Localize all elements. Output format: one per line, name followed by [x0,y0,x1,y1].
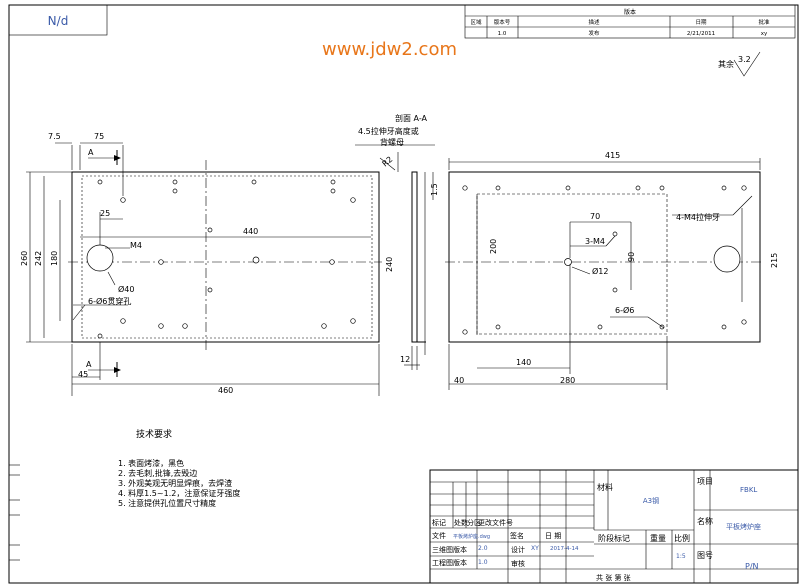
dim-460: 460 [218,386,233,395]
svg-text:其余: 其余 [718,59,734,69]
svg-text:材料: 材料 [597,482,613,492]
right-view: 415 70 4-M4拉伸牙 3-M4 Ø12 6-Ø6 140 40 280 … [445,151,779,390]
svg-text:图号: 图号 [697,551,713,560]
dim-7-5: 7.5 [48,132,61,141]
dim-280: 280 [560,376,575,385]
corner-tag-box [8,4,108,36]
surface-finish-symbol: 其余 3.2 [718,51,761,77]
svg-text:三维图版本: 三维图版本 [432,545,467,554]
rev-desc: 发布 [588,29,600,37]
dim-d40: Ø40 [118,284,134,294]
svg-text:5. 注意提供孔位置尺寸精度: 5. 注意提供孔位置尺寸精度 [118,498,216,508]
dim-3-m4: 3-M4 [585,237,605,246]
rev-header-version: 版本号 [494,18,511,26]
svg-text:标记: 标记 [432,518,446,527]
dim-180: 180 [50,251,59,266]
svg-text:4. 料厚1.5~1.2，注意保证牙强度: 4. 料厚1.5~1.2，注意保证牙强度 [118,488,240,498]
dim-40: 40 [454,376,464,385]
dim-415: 415 [605,151,620,160]
tech-title: 技术要求 [136,428,172,440]
section-r2: R2 [381,155,395,169]
svg-text:设计: 设计 [511,545,525,554]
dim-140: 140 [516,358,531,367]
eng-version: 1.0 [478,559,488,566]
dim-440: 440 [243,227,258,236]
material-value: A3钢 [643,496,659,505]
section-height: 240 [385,257,394,272]
section-thickness: 1.5 [430,183,439,196]
drawing-number: P/N [745,562,759,571]
rev-header-approve: 批准 [758,18,770,26]
rev-header-zone: 区域 [470,18,482,26]
revision-table-title: 版本 [624,8,636,16]
tech-requirements: 技术要求 1. 表面烤漆，黑色 2. 去毛刺,批锋,去毁边 3. 外观美观无明显… [118,428,240,508]
watermark: www.jdw2.com [322,39,457,60]
svg-text:更改文件号: 更改文件号 [478,518,513,527]
dim-90: 90 [627,252,636,262]
dim-25: 25 [100,209,110,218]
rev-date: 2/21/2011 [687,31,715,37]
svg-text:名称: 名称 [697,516,713,526]
section-arrow-top: A [88,148,94,157]
svg-text:日 期: 日 期 [545,532,561,540]
drawing-frame [8,4,799,584]
section-label: 剖面 A-A [395,113,428,123]
corner-tag: N/d [48,14,69,28]
dim-d12: Ø12 [592,266,608,276]
svg-text:审核: 审核 [511,559,525,568]
part-name: 平板烤炉座 [726,522,761,531]
scale-value: 1:5 [676,553,686,560]
file-name: 平板烤炉座.dwg [453,533,490,540]
section-arrow-bottom: A [86,360,92,369]
left-view: 7.5 75 A 25 440 M4 Ø40 6-Ø6贯穿孔 A 45 460 … [20,132,382,396]
designer: XY [531,545,539,552]
dim-215: 215 [770,253,779,268]
right-plate-outline [448,171,761,343]
dim-200: 200 [489,239,498,254]
dim-m4: M4 [130,241,142,250]
rev-approver: xy [761,31,768,37]
svg-text:3. 外观美观无明显焊痕，去焊渣: 3. 外观美观无明显焊痕，去焊渣 [118,478,232,488]
svg-text:重量: 重量 [650,533,666,543]
rev-header-date: 日期 [695,19,707,26]
svg-text:文件: 文件 [432,531,446,540]
revision-table: 版本 区域 版本号 描述 日期 批准 1.0 发布 2/21/2011 xy [464,4,796,39]
svg-text:3.2: 3.2 [738,55,751,64]
dim-260: 260 [20,251,29,266]
svg-text:处数: 处数 [454,518,468,527]
svg-text:分区: 分区 [467,518,481,527]
dim-6-d6: 6-Ø6 [615,305,634,315]
rev-header-desc: 描述 [588,18,600,26]
dim-242: 242 [34,251,43,266]
svg-text:2. 去毛刺,批锋,去毁边: 2. 去毛刺,批锋,去毁边 [118,468,197,478]
model-version: 2.0 [478,545,488,552]
section-flange: 12 [400,355,410,364]
svg-text:1. 表面烤漆，黑色: 1. 表面烤漆，黑色 [118,458,184,468]
dim-6-holes: 6-Ø6贯穿孔 [88,296,131,306]
section-note-1: 4.5拉伸牙高度或 [358,126,419,136]
margin-ticks [9,464,20,561]
dim-4-m4: 4-M4拉伸牙 [676,212,720,222]
svg-text:共 张 第 张: 共 张 第 张 [596,573,631,582]
design-date: 2017-4-14 [550,546,579,552]
svg-text:阶段标记: 阶段标记 [598,533,630,543]
dim-75: 75 [94,132,104,141]
dim-70: 70 [590,212,600,221]
left-plate-outline [71,171,380,343]
svg-text:比例: 比例 [674,533,690,543]
d40-hole [86,244,114,272]
title-block: 材料 A3钢 项目 FBKL 名称 平板烤炉座 图号 P/N 标记 处数 分区 … [429,469,799,584]
section-view: 剖面 A-A 4.5拉伸牙高度或 背螺母 R2 1.5 240 12 [355,113,439,370]
rev-version: 1.0 [498,31,507,37]
section-note-2: 背螺母 [380,137,404,147]
project-value: FBKL [740,486,757,494]
svg-text:签名: 签名 [510,531,524,540]
dim-45: 45 [78,370,88,379]
svg-text:项目: 项目 [697,477,713,486]
svg-text:工程图版本: 工程图版本 [432,558,467,567]
